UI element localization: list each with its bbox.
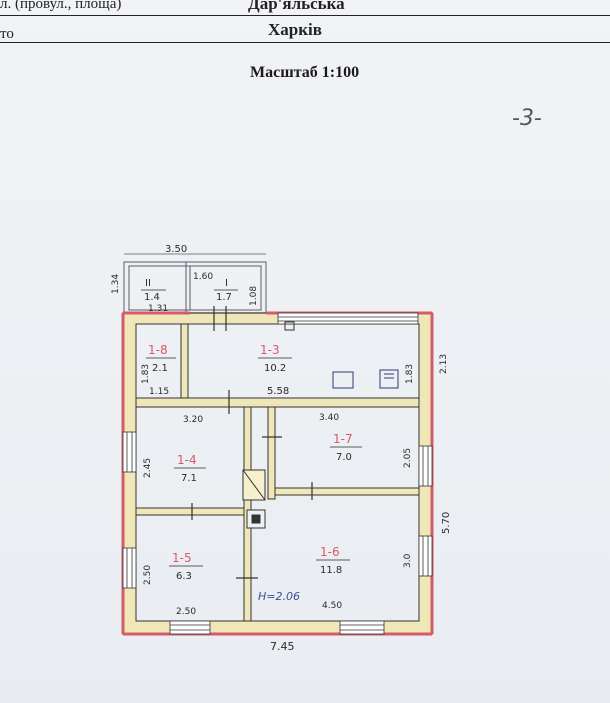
street-rule xyxy=(0,15,610,16)
room-1-1-dim: 1.31 xyxy=(148,304,168,314)
room-1-2-area: 1.7 xyxy=(216,292,232,303)
room-1-3-dim-b: 1.83 xyxy=(405,364,415,384)
room-1-3-dim-a: 5.58 xyxy=(267,386,289,397)
room-1-1-label: II xyxy=(145,278,151,289)
room-1-6-dim-a: 4.50 xyxy=(322,601,342,611)
room-1-8-label: 1-8 xyxy=(148,343,168,357)
room-1-7-label: 1-7 xyxy=(333,432,353,446)
room-1-6-area: 11.8 xyxy=(320,565,342,576)
room-1-5-dim-a: 2.50 xyxy=(176,607,196,617)
height-mark: Н=2.06 xyxy=(258,590,300,603)
room-1-2-label: I xyxy=(225,278,228,289)
room-1-7-dim-b: 2.05 xyxy=(403,448,413,468)
room-1-7-dim-a: 3.40 xyxy=(319,413,339,423)
city-rule xyxy=(0,42,610,43)
room-1-3-label: 1-3 xyxy=(260,343,280,357)
room-1-2-dim-a: 1.60 xyxy=(193,272,213,282)
left-side-1: 1.34 xyxy=(111,274,121,294)
room-1-4-area: 7.1 xyxy=(181,473,197,484)
room-1-5-area: 6.3 xyxy=(176,571,192,582)
street-label: л. (провул., площа) xyxy=(0,0,122,12)
street-value: Дар'яльська xyxy=(248,0,345,13)
room-1-8-dim-b: 1.83 xyxy=(141,364,151,384)
room-1-7-area: 7.0 xyxy=(336,452,352,463)
scale-label: Масштаб 1:100 xyxy=(250,64,360,81)
total-width: 7.45 xyxy=(270,640,295,653)
city-value: Харків xyxy=(268,20,322,39)
page-number: -3- xyxy=(512,106,542,131)
room-1-2-dim-b: 1.08 xyxy=(249,286,259,306)
room-1-5-label: 1-5 xyxy=(172,551,192,565)
room-1-6-label: 1-6 xyxy=(320,545,340,559)
room-1-4-label: 1-4 xyxy=(177,453,197,467)
room-1-4-dim-a: 3.20 xyxy=(183,415,203,425)
right-side-top: 2.13 xyxy=(439,354,449,374)
city-label: то xyxy=(0,26,14,42)
room-1-4-dim-b: 2.45 xyxy=(143,458,153,478)
room-1-5-dim-b: 2.50 xyxy=(143,565,153,585)
top-extension-width: 3.50 xyxy=(165,244,187,255)
room-1-8-area: 2.1 xyxy=(152,363,168,374)
room-1-8-dim-a: 1.15 xyxy=(149,387,169,397)
room-1-3-area: 10.2 xyxy=(264,363,286,374)
room-1-6-dim-b: 3.0 xyxy=(403,553,413,568)
total-depth: 5.70 xyxy=(441,512,452,534)
room-1-1-area: 1.4 xyxy=(144,292,160,303)
